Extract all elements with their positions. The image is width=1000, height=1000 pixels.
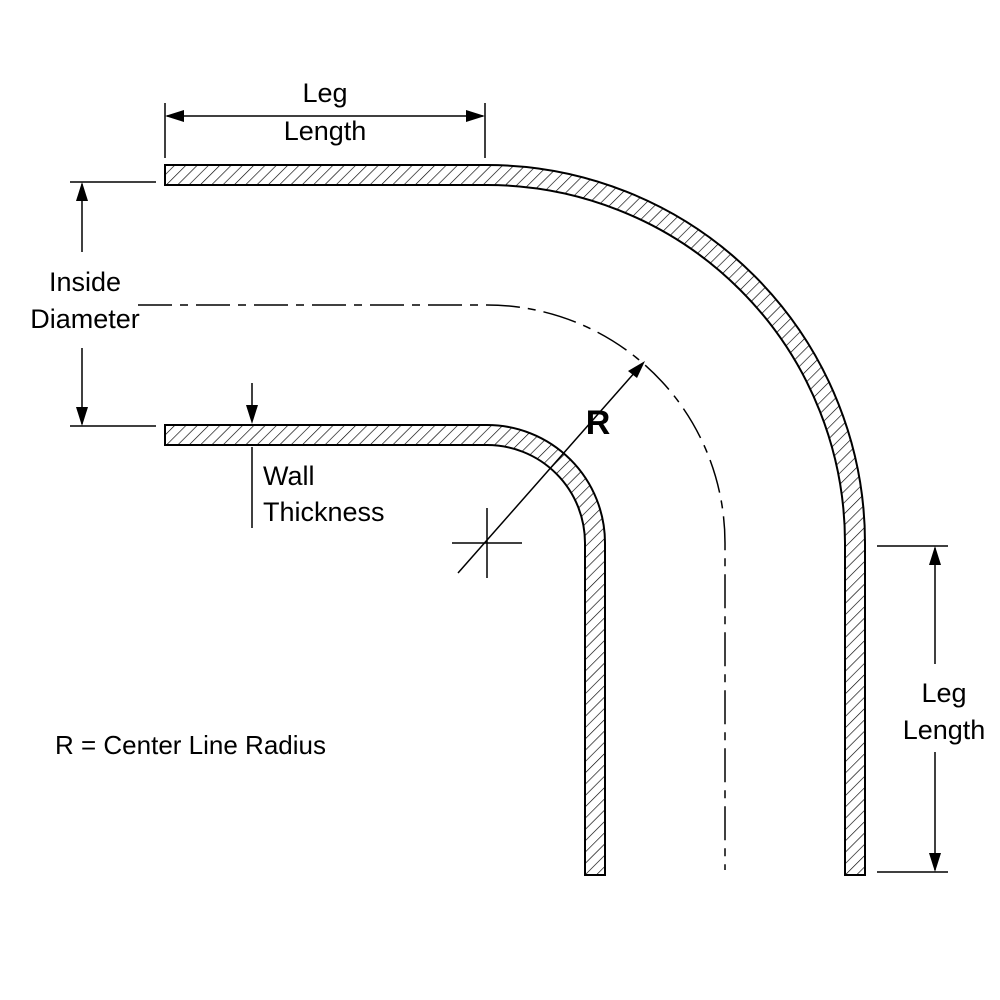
id-dim-arrow-bottom	[76, 407, 88, 426]
wall-thickness-label-line2: Thickness	[263, 497, 385, 527]
wall-thickness-arrow	[246, 405, 258, 424]
right-dim-arrow-bottom	[929, 853, 941, 872]
tube-centerline	[138, 304, 726, 870]
right-leg-length-label-line2: Length	[903, 715, 986, 745]
wall-thickness-label-line1: Wall	[263, 461, 315, 491]
inside-diameter-label-line1: Inside	[49, 267, 121, 297]
tube-inner-wall	[164, 424, 606, 876]
top-leg-length-label-line1: Leg	[302, 78, 347, 108]
top-dim-arrow-left	[165, 110, 184, 122]
inside-diameter-label-line2: Diameter	[30, 304, 140, 334]
top-dim-arrow-right	[466, 110, 485, 122]
tube-outer-wall	[164, 164, 866, 876]
radius-leader-arrow	[628, 361, 645, 378]
right-leg-length-label-line1: Leg	[921, 678, 966, 708]
radius-leader-line	[457, 370, 637, 574]
radius-legend-text: R = Center Line Radius	[55, 730, 326, 760]
id-dim-arrow-top	[76, 182, 88, 201]
right-dim-arrow-top	[929, 546, 941, 565]
radius-symbol-label: R	[586, 404, 611, 442]
top-leg-length-label-line2: Length	[284, 116, 367, 146]
